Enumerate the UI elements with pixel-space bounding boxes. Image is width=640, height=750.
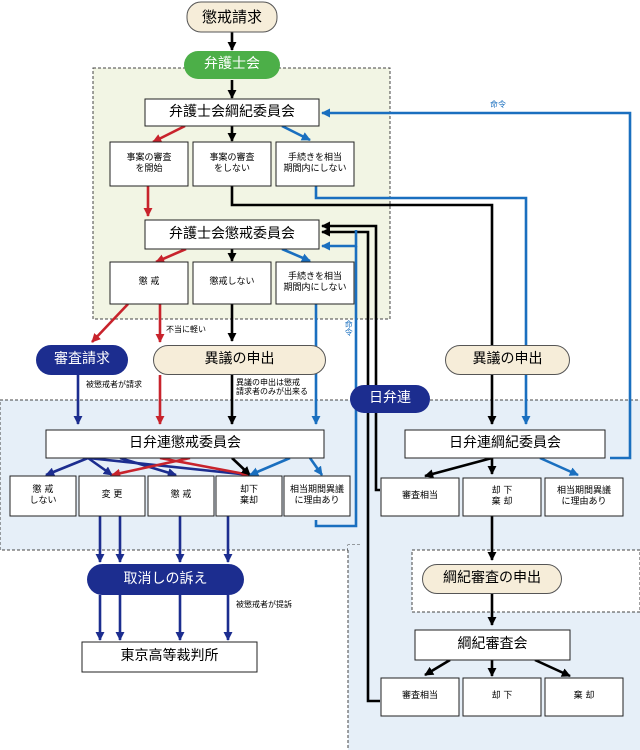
nichiben-kouki-label: 日弁連綱紀委員会 <box>449 435 561 452</box>
ks-result-reject: 棄 却 <box>573 691 595 702</box>
title: 懲戒請求 <box>201 7 262 26</box>
nc-result-change: 変 更 <box>101 490 123 501</box>
igi-moushide-left-label: 異議の申出 <box>153 345 326 375</box>
igi-moushide-right-label: 異議の申出 <box>445 345 570 375</box>
meirei-vertical-note: 命令 <box>344 320 354 336</box>
hichoukaisha-teiso-note: 被懲戒者が提訴 <box>236 600 292 609</box>
choukai-iinkai-label: 弁護士会懲戒委員会 <box>169 225 295 242</box>
nk-result-review: 審査相当 <box>401 491 438 502</box>
boxes <box>9 1 624 717</box>
futo-karui-note: 不当に軽い <box>166 325 206 334</box>
court-label: 東京高等裁判所 <box>120 648 219 665</box>
kouki-result-start: 事案の審査 を開始 <box>126 152 172 174</box>
kouki-result-delay: 手続きを相当 期間内にしない <box>283 152 347 174</box>
kouki-shinsakai-label: 綱紀審査会 <box>457 636 528 653</box>
kouki-result-no-review: 事案の審査 をしない <box>209 152 255 174</box>
kouki-shinsa-moushide-label: 綱紀審査の申出 <box>422 564 562 594</box>
nichiben-kouki-box <box>404 429 606 459</box>
kouki-iinkai-box <box>144 98 320 127</box>
choukai-result-delay: 手続きを相当 期間内にしない <box>283 271 347 293</box>
ks-result-review: 審査相当 <box>401 691 438 702</box>
hichoukaisha-seikyu-note: 被懲戒者が請求 <box>86 380 142 389</box>
kouki-shinsakai-box <box>414 629 571 661</box>
nc-result-reject: 却下 棄却 <box>239 484 258 506</box>
igi-note: 異議の申出は懲戒 請求者のみが出来る <box>236 378 308 397</box>
nk-result-delay: 相当期間異議 に理由あり <box>556 485 611 507</box>
choukai-iinkai-box <box>144 219 320 250</box>
nc-result-discipline: 懲 戒 <box>170 490 192 501</box>
nichibenren-label: 日弁連 <box>350 385 430 413</box>
shinsa-seikyu-label: 審査請求 <box>36 345 128 375</box>
choukai-result-discipline: 懲 戒 <box>138 277 160 288</box>
torikeshi-label: 取消しの訴え <box>87 564 244 595</box>
kouki-iinkai-label: 弁護士会綱紀委員会 <box>169 103 295 120</box>
meirei-top-note: 命令 <box>490 100 506 109</box>
nichiben-choukai-box <box>45 429 325 459</box>
choukai-result-no-discipline: 懲戒しない <box>209 277 255 288</box>
nc-result-no-discipline: 懲 戒 しない <box>29 484 57 506</box>
ks-result-dismiss: 却 下 <box>491 691 513 702</box>
bengoshikai-label: 弁護士会 <box>184 51 280 79</box>
title-box <box>186 1 278 33</box>
nichiben-choukai-label: 日弁連懲戒委員会 <box>129 435 241 452</box>
nk-result-reject: 却 下 棄 却 <box>491 485 513 507</box>
arrows <box>45 32 632 703</box>
nichibenren-left-region <box>0 399 391 551</box>
nc-result-delay: 相当期間異議 に理由あり <box>289 484 344 506</box>
court-box <box>81 641 258 673</box>
